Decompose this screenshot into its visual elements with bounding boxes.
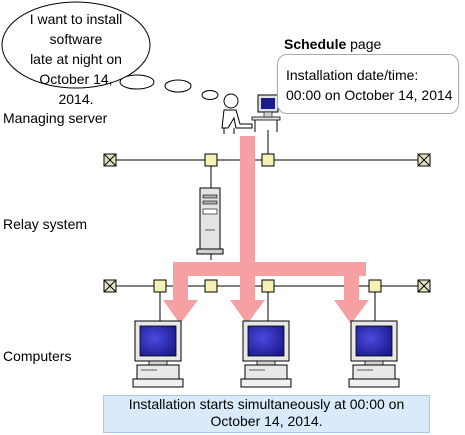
thought-bubble-text: I want to install software late at night… xyxy=(6,9,146,109)
top-network xyxy=(103,130,431,260)
managing-server-label: Managing server xyxy=(3,110,108,126)
bubble-line: I want to install software xyxy=(29,11,123,47)
schedule-page-title: Schedule page xyxy=(284,36,381,52)
computer-icon xyxy=(240,320,292,388)
network-node-icon xyxy=(368,279,382,293)
installation-note-line-2: October 14, 2014. xyxy=(210,413,323,429)
schedule-line-1: Installation date/time: xyxy=(286,67,419,83)
distribution-arrows xyxy=(163,136,369,324)
administrator-icon xyxy=(221,93,281,134)
bottom-network xyxy=(103,279,431,330)
network-node-icon xyxy=(261,153,275,167)
relay-system-label: Relay system xyxy=(3,216,88,232)
network-node-icon xyxy=(153,279,167,293)
computer-icon xyxy=(132,320,184,388)
schedule-title-rest: page xyxy=(346,36,382,52)
computer-icon xyxy=(348,320,400,388)
network-node-icon xyxy=(204,153,218,167)
schedule-line-2: 00:00 on October 14, 2014 xyxy=(286,87,453,103)
schedule-page-box: Installation date/time: 00:00 on October… xyxy=(277,54,459,114)
network-node-icon xyxy=(261,279,275,293)
network-node-icon xyxy=(204,279,218,293)
computers-label: Computers xyxy=(3,348,72,364)
installation-note-line-1: Installation starts simultaneously at 00… xyxy=(128,396,405,412)
installation-note: Installation starts simultaneously at 00… xyxy=(103,395,430,433)
bubble-line: late at night on October 14, xyxy=(30,51,122,87)
schedule-title-bold: Schedule xyxy=(284,36,347,52)
relay-server-icon xyxy=(196,187,224,255)
thought-bubble xyxy=(1,1,219,100)
bubble-line: 2014. xyxy=(58,91,94,107)
